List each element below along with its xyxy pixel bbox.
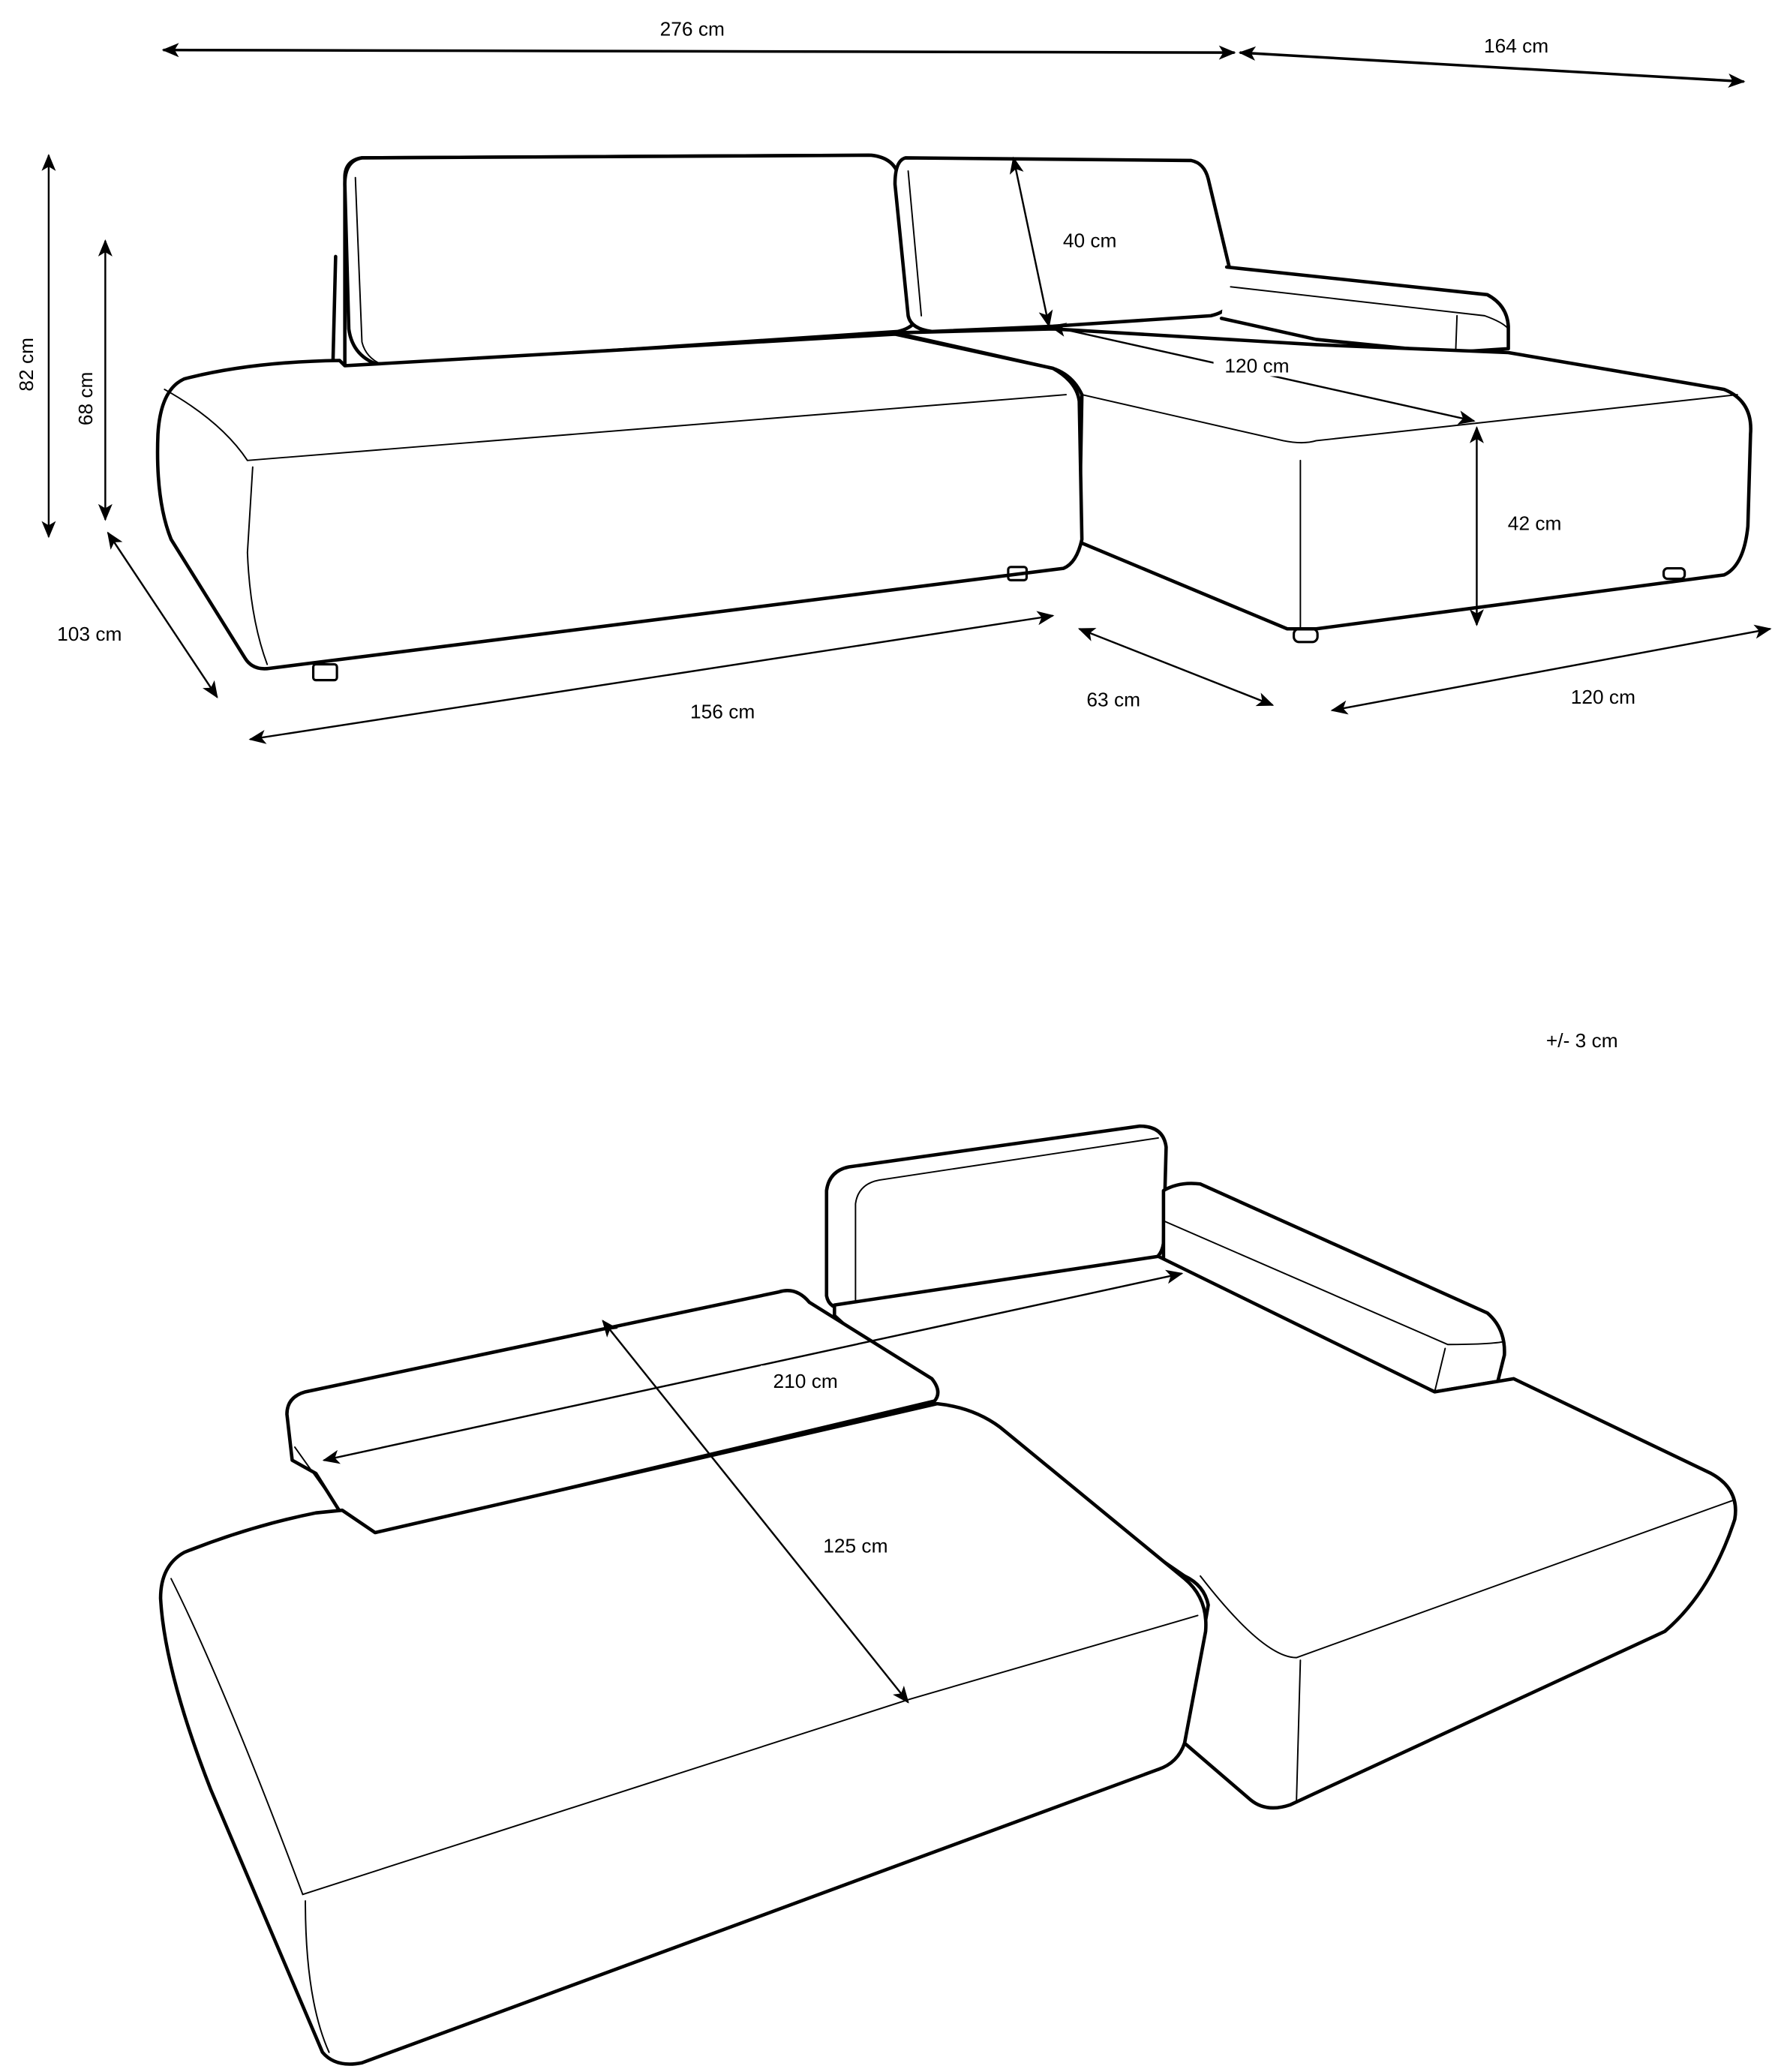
- dim-125-arrow: [602, 1320, 909, 1704]
- assembled-sofa-drawing: [155, 153, 1752, 682]
- dim-103-arrow: [107, 531, 218, 699]
- dim-40-arrow: [1009, 156, 1053, 328]
- label-bed-width: 125 cm: [823, 1534, 887, 1557]
- label-main-section-length: 156 cm: [690, 700, 755, 722]
- label-cushion-height: 40 cm: [1063, 230, 1117, 252]
- dim-120-bottom-arrow: [1330, 624, 1772, 715]
- label-total-width: 276 cm: [660, 17, 725, 40]
- bed-main-surface: [158, 1401, 1208, 2066]
- bed-mode-sofa-drawing: [158, 1124, 1737, 2066]
- dim-63-arrow: [1077, 628, 1275, 707]
- bed-armrest: [1161, 1182, 1506, 1394]
- chaise-armrest: [1219, 265, 1510, 355]
- label-seat-height: 42 cm: [1508, 512, 1562, 535]
- assembled-dimension-labels: 276 cm 164 cm 82 cm 68 cm 103 cm 156 cm …: [15, 17, 1635, 722]
- assembled-dimension-lines: [41, 43, 1772, 744]
- label-seat-depth: 63 cm: [1086, 689, 1140, 711]
- main-foot-back: [1007, 566, 1029, 581]
- label-seat-back-height: 68 cm: [74, 372, 97, 426]
- label-chaise-length: 120 cm: [1224, 354, 1289, 377]
- label-total-height: 82 cm: [15, 338, 38, 392]
- label-chaise-width: 120 cm: [1571, 686, 1635, 708]
- dim-164-arrow: [1238, 46, 1746, 89]
- label-bed-length: 210 cm: [773, 1370, 838, 1392]
- label-depth: 103 cm: [57, 623, 122, 645]
- bed-dimension-labels: 210 cm 125 cm: [761, 1365, 888, 1557]
- label-chaise-depth-total: 164 cm: [1484, 35, 1548, 57]
- right-back-cushion: [893, 156, 1236, 334]
- main-foot-front: [311, 663, 338, 682]
- dim-276-arrow: [161, 43, 1236, 60]
- left-back-cushion: [343, 153, 921, 368]
- chaise-foot-front: [1293, 627, 1319, 644]
- dim-156-arrow: [248, 611, 1055, 744]
- main-seat: [155, 332, 1084, 671]
- bed-dimension-lines: [322, 1269, 1184, 1704]
- tolerance-note: +/- 3 cm: [1546, 1029, 1618, 1052]
- chaise-foot-back: [1662, 566, 1686, 581]
